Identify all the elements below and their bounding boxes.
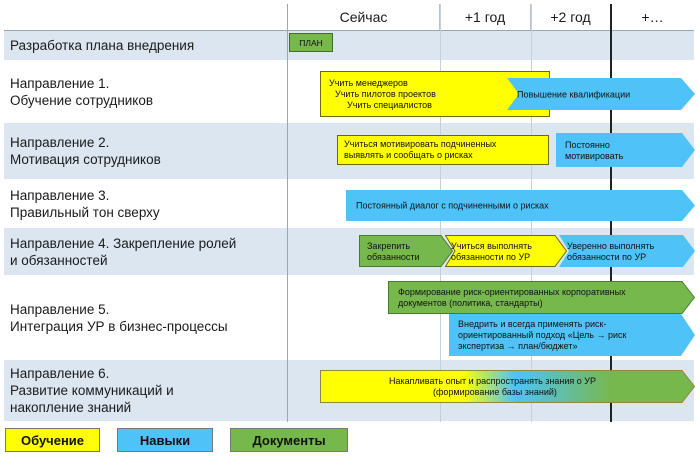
bar-tone-dialog-text: Постоянный диалог с подчиненными о риска… <box>356 201 549 211</box>
bar-roles-confident-text-1: Уверенно выполнять <box>567 241 655 251</box>
bar-roles-fix-text-2: обязанности <box>367 252 420 262</box>
header-now: Сейчас <box>288 4 440 30</box>
bar-knowledge-text-2: (формирование базы знаний) <box>433 387 557 397</box>
bar-tone-dialog: Постоянный диалог с подчиненными о риска… <box>346 190 695 221</box>
bar-roles-confident: Уверенно выполнять обязанности по УР <box>559 235 695 267</box>
row-label: Разработка плана внедрения <box>10 38 195 53</box>
header-empty <box>4 4 288 30</box>
header-later: +… <box>611 4 694 30</box>
row-label: Направление 5. Интеграция УР в бизнес-пр… <box>10 301 228 334</box>
legend-documents: Документы <box>230 428 348 452</box>
bar-roles-fix: Закрепить обязанности <box>359 235 453 267</box>
bar-training-staff: Учить менеджеров Учить пилотов проектов … <box>320 71 550 117</box>
bar-roles-fix-text-1: Закрепить <box>367 241 410 251</box>
row-label: Направление 4. Закрепление ролей и обяза… <box>10 235 237 268</box>
legend-training: Обучение <box>5 428 100 452</box>
bar-text-specialists: Учить специалистов <box>347 99 432 110</box>
plan-badge: ПЛАН <box>289 33 333 52</box>
bar-qualification-text: Повышение квалификации <box>517 90 630 100</box>
bar-roles-learn-text-2: обязанности по УР <box>451 252 530 262</box>
bar-apply-approach: Внедрить и всегда применять риск- ориент… <box>449 314 695 356</box>
bar-apply-approach-text-3: экспертиза → план/бюджет» <box>458 341 578 351</box>
header-year1: +1 год <box>440 4 531 30</box>
row-plan: Разработка плана внедрения <box>4 31 694 61</box>
bar-motivation-constant: Постоянно мотивировать <box>556 133 695 167</box>
row-label: Направление 2. Мотивация сотрудников <box>10 135 161 167</box>
bar-roles-confident-text-2: обязанности по УР <box>567 252 646 262</box>
bar-apply-approach-text-2: ориентированный подход «Цель → риск <box>458 330 627 340</box>
row-label: Направление 6. Развитие коммуникаций и н… <box>10 366 174 415</box>
header-year2: +2 год <box>531 4 611 30</box>
bar-roles-learn: Учиться выполнять обязанности по УР <box>445 235 567 267</box>
bar-text-managers: Учить менеджеров <box>329 77 408 88</box>
label-column-border <box>287 4 288 422</box>
bar-motivation-constant-text-1: Постоянно <box>565 140 610 150</box>
legend-skills: Навыки <box>117 428 213 452</box>
bar-documents-text-2: документов (политика, стандарты) <box>398 298 543 308</box>
bar-motivation-learning: Учиться мотивировать подчиненных выявлят… <box>337 135 549 165</box>
bar-roles-learn-text-1: Учиться выполнять <box>451 241 532 251</box>
bar-knowledge: Накапливать опыт и распространять знания… <box>320 370 695 403</box>
header-divider <box>4 30 694 31</box>
bar-qualification: Повышение квалификации <box>507 78 695 110</box>
bar-documents-text-1: Формирование риск-ориентированных корпор… <box>398 287 626 297</box>
bar-motivation-constant-text-2: мотивировать <box>565 151 624 161</box>
bar-knowledge-text-1: Накапливать опыт и распространять знания… <box>389 376 596 386</box>
bar-apply-approach-text-1: Внедрить и всегда применять риск- <box>458 319 606 329</box>
bar-text-pilots: Учить пилотов проектов <box>335 88 436 99</box>
bar-documents: Формирование риск-ориентированных корпор… <box>388 281 695 314</box>
row-label: Направление 3. Правильный тон сверху <box>10 187 160 220</box>
row-label: Направление 1. Обучение сотрудников <box>10 75 154 108</box>
